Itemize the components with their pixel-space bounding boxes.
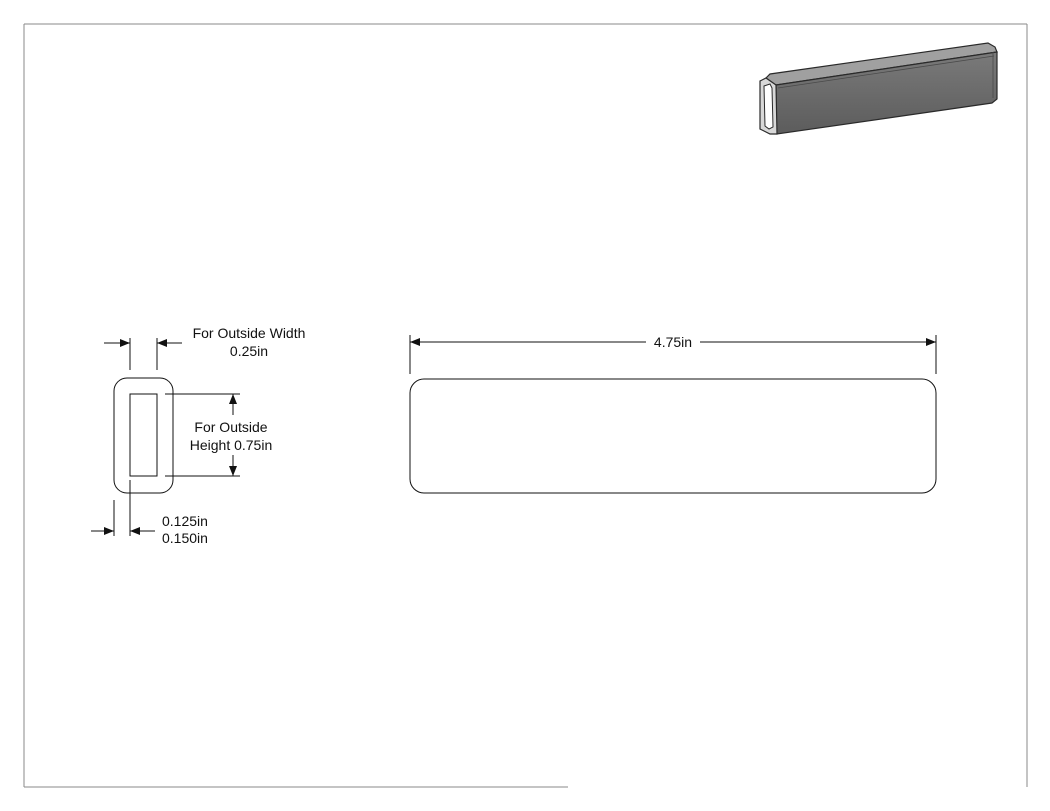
wall-dimension bbox=[91, 480, 155, 536]
width-dimension bbox=[104, 338, 182, 370]
rectangular-tube-plug-icon bbox=[759, 42, 998, 135]
width-label-line1: For Outside Width bbox=[193, 325, 306, 341]
length-label: 4.75in bbox=[654, 334, 692, 350]
front-view-outline bbox=[409, 378, 937, 494]
side-view-outline bbox=[113, 377, 174, 494]
height-label-line1: For Outside bbox=[194, 419, 267, 435]
width-label-line2: 0.25in bbox=[230, 343, 268, 359]
wall-label-line2: 0.150in bbox=[162, 530, 208, 546]
side-view: For Outside Width 0.25in For Outside Hei… bbox=[91, 325, 305, 546]
wall-label-line1: 0.125in bbox=[162, 513, 208, 529]
front-view: 4.75in bbox=[409, 334, 937, 494]
height-dimension bbox=[165, 393, 240, 477]
length-dimension bbox=[409, 335, 937, 374]
isometric-view bbox=[759, 42, 998, 135]
sheet-frame bbox=[23, 23, 1028, 788]
height-label-line2: Height 0.75in bbox=[190, 437, 273, 453]
side-view-inner-opening bbox=[129, 393, 158, 477]
